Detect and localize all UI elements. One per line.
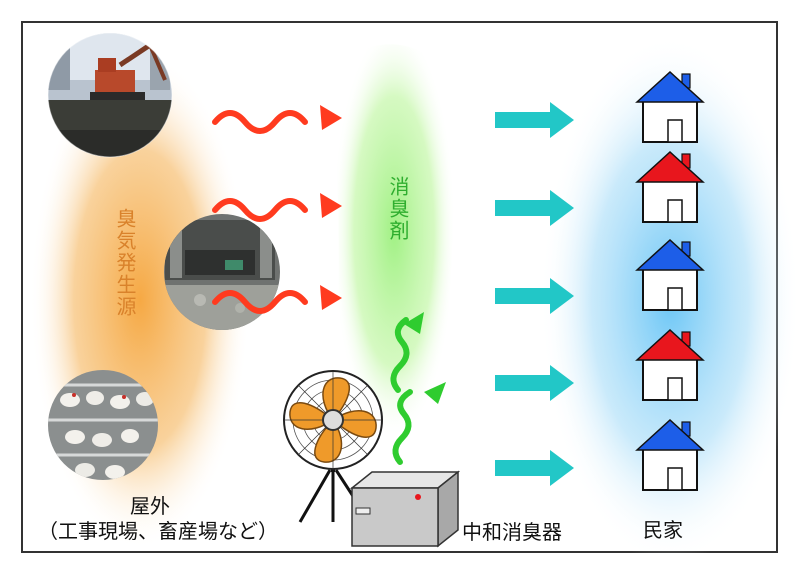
neutralizer-device-icon <box>352 472 458 546</box>
house-door <box>668 288 682 310</box>
odor-source-label: 臭気発生源 <box>115 208 135 318</box>
flow-arrow-1 <box>495 102 574 138</box>
deodorant-label: 消臭剤 <box>388 176 408 242</box>
residences-label: 民家 <box>643 514 683 543</box>
house-door <box>668 468 682 490</box>
flow-arrow-5 <box>495 450 574 486</box>
house-door <box>668 378 682 400</box>
odor-arrowhead-3 <box>320 285 342 310</box>
neutralizer-device-label: 中和消臭器 <box>462 516 562 545</box>
outdoor-detail-label: （工事現場、畜産場など） <box>38 515 278 544</box>
odor-wave-1 <box>215 113 305 131</box>
house-door <box>668 200 682 222</box>
house-door <box>668 120 682 142</box>
